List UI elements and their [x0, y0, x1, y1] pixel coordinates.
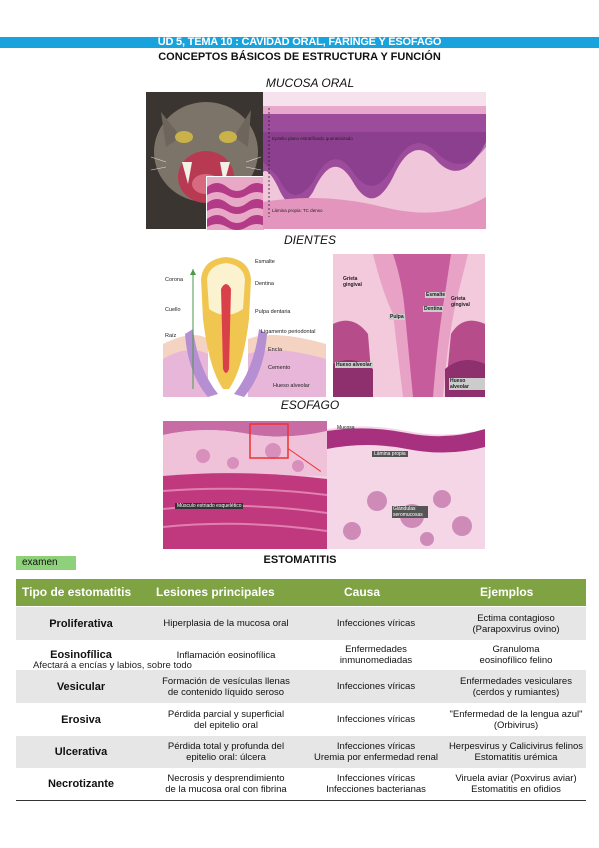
cell-ejemplos: Herpesvirus y Calicivirus felinos Estoma…	[448, 741, 584, 763]
tooth-label-dentina: Dentina	[255, 281, 274, 287]
th-ejemplos: Ejemplos	[480, 585, 534, 599]
tooth-label-hueso: Hueso alveolar	[273, 383, 310, 389]
esophagus-micrograph-low	[163, 421, 327, 549]
mucosa-label-epitelio: Epitelio plano estratificado queratiniza…	[272, 136, 353, 141]
table-row: Proliferativa Hiperplasia de la mucosa or…	[16, 607, 586, 640]
histo-label-pulpa: Pulpa	[389, 314, 405, 320]
cell-lesion: Pérdida total y profunda del epitelio or…	[167, 741, 285, 763]
tooth-label-esmalte: Esmalte	[255, 259, 275, 265]
tooth-diagram	[163, 249, 326, 397]
cell-lesion: Hiperplasia de la mucosa oral	[163, 618, 289, 629]
tooth-histo-labels: Grieta gingival Esmalte Grieta gingival …	[333, 254, 485, 397]
table-row: Vesicular Formación de vesículas llenas d…	[16, 670, 586, 703]
cell-ejemplos: Viruela aviar (Poxvirus aviar) Estomatit…	[455, 773, 577, 795]
cell-causa: Infecciones víricas Infecciones bacteria…	[326, 773, 426, 795]
cell-tipo: Vesicular	[56, 680, 106, 693]
table-bottom-rule	[16, 800, 586, 801]
tooth-labels: Esmalte Corona Dentina Cuello Pulpa dent…	[163, 249, 326, 397]
examen-tag: examen	[16, 556, 76, 570]
histo-label-grieta-2: Grieta gingival	[451, 296, 470, 308]
cell-ejemplos: "Enfermedad de la lengua azul" (Orbiviru…	[449, 708, 583, 731]
tooth-label-encia: Encía	[268, 347, 283, 353]
section-heading-esofago: ESOFAGO	[280, 398, 340, 412]
tooth-label-corona: Corona	[165, 277, 184, 283]
cell-causa: Infecciones víricas	[336, 714, 416, 725]
tooth-histology-micrograph	[333, 254, 485, 397]
table-header: Tipo de estomatitis Lesiones principales…	[16, 579, 586, 606]
section-heading-mucosa: MUCOSA ORAL	[265, 76, 355, 90]
th-causa: Causa	[344, 585, 381, 599]
cell-tipo: Erosiva	[61, 713, 101, 726]
esophagus-high-svg	[327, 421, 485, 549]
th-lesiones: Lesiones principales	[156, 585, 275, 599]
page-title: UD 5, TEMA 10 : CAVIDAD ORAL, FARINGE Y …	[157, 36, 442, 48]
tooth-label-pulpa: Pulpa dentaria	[255, 309, 291, 315]
histo-label-esmalte: Esmalte	[425, 292, 447, 298]
esophagus-label-glandulas: Glándulas seromucosas	[392, 506, 428, 518]
cell-tipo: Necrotizante	[47, 778, 115, 790]
title-bar	[0, 37, 599, 48]
table-row: Erosiva Pérdida parcial y superficial del…	[16, 703, 586, 736]
esophagus-label-mucosa: Mucosa	[337, 425, 355, 431]
cell-lesion: Pérdida parcial y superficial del epitel…	[167, 708, 285, 731]
cell-ejemplos: Enfermedades vesiculares (cerdos y rumia…	[460, 675, 572, 698]
section-heading-estomatitis: ESTOMATITIS	[263, 554, 337, 566]
esophagus-micrograph-high	[327, 421, 485, 549]
cell-causa: Enfermedades inmunomediadas	[339, 644, 413, 666]
mucosa-inset-svg	[207, 177, 264, 230]
cell-lesion: Inflamación eosinofílica	[176, 649, 276, 661]
tooth-label-raiz: Raíz	[165, 333, 177, 339]
table-row: Ulcerativa Pérdida total y profunda del e…	[16, 736, 586, 768]
esophagus-low-svg	[163, 421, 327, 549]
tooth-label-cuello: Cuello	[165, 307, 181, 313]
histo-label-grieta-1: Grieta gingival	[343, 276, 362, 288]
oral-mucosa-micrograph	[263, 92, 486, 229]
th-tipo: Tipo de estomatitis	[22, 585, 132, 599]
table-row: Necrotizante Necrosis y desprendimiento d…	[16, 768, 586, 800]
histo-label-dentina: Dentina	[423, 306, 444, 312]
cell-causa: Infecciones víricas	[336, 681, 416, 692]
cell-causa: Infecciones víricas Uremia por enfermeda…	[313, 741, 439, 763]
mucosa-inset-micrograph	[206, 176, 265, 231]
esophagus-label-lamina: Lámina propia	[372, 451, 408, 457]
histo-label-hueso-1: Hueso alveolar	[335, 362, 373, 368]
cell-ejemplos: Ectima contagioso (Parapoxvirus ovino)	[472, 612, 560, 635]
cell-ejemplos: Granuloma eosinofílico felino	[479, 644, 553, 666]
mucosa-label-lamina: Lámina propia: TC denso	[272, 208, 323, 213]
annotation-encias: Afectará a encías y labios, sobre todo	[33, 660, 192, 671]
table-row: Eosinofílica Inflamación eosinofílica Enfe…	[16, 640, 586, 670]
oral-mucosa-svg	[263, 92, 486, 229]
tooth-label-cemento: Cemento	[268, 365, 291, 371]
section-heading-dientes: DIENTES	[283, 233, 336, 247]
cell-lesion: Necrosis y desprendimiento de la mucosa …	[165, 773, 287, 795]
tooth-diagram-svg	[163, 249, 326, 397]
cell-tipo: Eosinofílica	[50, 649, 112, 661]
page-subtitle: CONCEPTOS BÁSICOS DE ESTRUCTURA Y FUNCIÓ…	[158, 51, 441, 63]
histo-label-hueso-2: Hueso alveolar	[449, 378, 485, 390]
tooth-label-ligamento: Ligamento periodontal	[261, 329, 316, 335]
cell-causa: Infecciones víricas	[336, 618, 416, 629]
cell-tipo: Proliferativa	[49, 617, 113, 630]
cell-tipo: Ulcerativa	[54, 746, 108, 758]
cell-lesion: Formación de vesículas llenas de conteni…	[162, 675, 290, 698]
tooth-histology-svg	[333, 254, 485, 397]
esophagus-label-musculo: Músculo estriado esquelético	[175, 503, 244, 509]
